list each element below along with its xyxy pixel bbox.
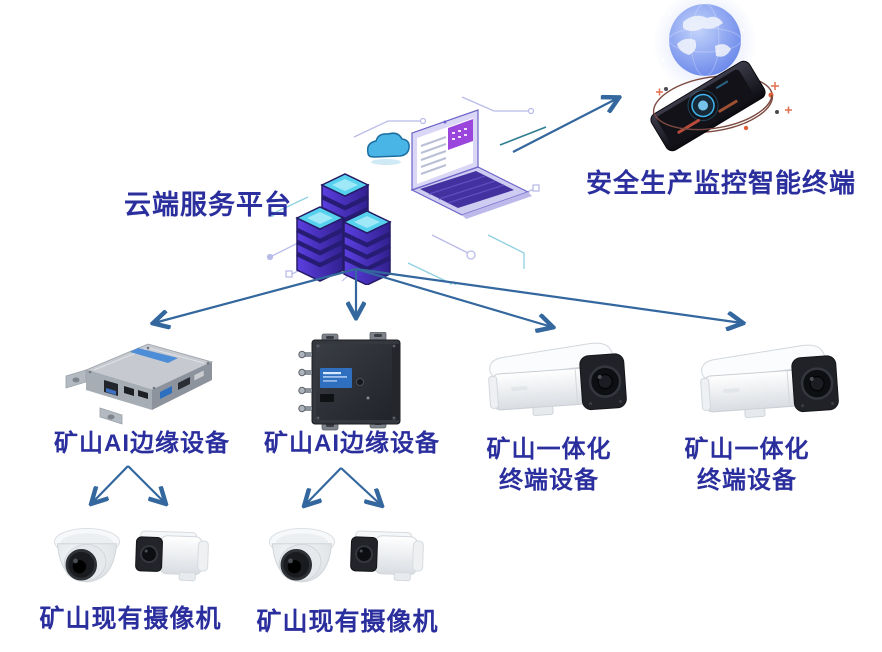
antenna-connectors	[298, 350, 312, 413]
label-line-2: 终端设备	[499, 467, 599, 494]
orbit-front-arc	[653, 94, 773, 131]
label-existing-cameras-1: 矿山现有摄像机	[39, 605, 222, 633]
device-label-sticker	[320, 368, 352, 388]
label-line-1: 矿山一体化	[486, 436, 612, 463]
arrow-ai1-to-camera-right	[127, 465, 165, 503]
circuit-lines-cyan	[269, 196, 525, 285]
label-ai-edge-2: 矿山AI边缘设备	[264, 430, 440, 457]
label-integrated-terminal-2: 矿山一体化 终端设备	[667, 434, 827, 496]
arrow-ai1-to-camera-left	[92, 465, 129, 503]
laptop-icon	[410, 109, 532, 219]
label-smart-terminal: 安全生产监控智能终端	[585, 168, 856, 198]
arrow-cloud-to-integrated-1	[355, 267, 552, 327]
plus-marks	[656, 82, 792, 114]
label-integrated-terminal-1: 矿山一体化 终端设备	[469, 434, 629, 496]
arrow-ai2-to-camera-left	[305, 467, 342, 505]
dome-camera-2-image	[269, 527, 335, 583]
cloud-servers-laptop-illustration	[266, 96, 547, 285]
integrated-terminal-camera-1-image	[488, 342, 627, 417]
smartphone-globe-illustration	[650, 0, 792, 152]
arrow-ai2-to-camera-right	[340, 467, 381, 505]
integrated-terminal-camera-2-image	[700, 344, 839, 419]
label-line-1: 矿山一体化	[684, 436, 810, 463]
dome-camera-1-image	[54, 527, 120, 583]
cloud-icon	[366, 132, 410, 165]
globe-icon	[661, 3, 745, 77]
ai-edge-device-1-image	[65, 343, 214, 425]
bullet-camera-2-image	[350, 530, 424, 582]
arrow-cloud-to-integrated-2	[355, 267, 742, 323]
teal-line	[499, 126, 547, 146]
arrow-cloud-to-ai-edge-1	[154, 267, 357, 323]
label-cloud-platform: 云端服务平台	[124, 190, 292, 220]
label-line-2: 终端设备	[697, 467, 797, 494]
label-ai-edge-1: 矿山AI边缘设备	[54, 430, 230, 457]
arrow-cloud-to-terminal	[512, 98, 618, 153]
bullet-camera-1-image	[135, 530, 209, 582]
ai-edge-device-2-image	[298, 332, 401, 431]
label-existing-cameras-2: 矿山现有摄像机	[256, 608, 439, 636]
